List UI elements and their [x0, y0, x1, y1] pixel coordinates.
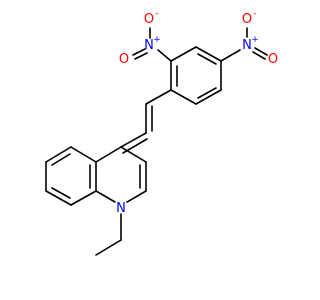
bond [120, 146, 147, 163]
bond-double-inner [197, 87, 217, 99]
atom-n-nitro-2: N [242, 38, 252, 53]
bond [45, 146, 72, 163]
bond [157, 49, 172, 62]
atom-o-1: O [119, 52, 129, 67]
molecule-structure-diagram: N + O - O N + O - O N [45, 9, 278, 256]
bond-double-inner [51, 187, 71, 199]
bond [220, 49, 241, 62]
bond [95, 146, 122, 163]
atom-labels: N + O - O N + O - O N [116, 9, 278, 216]
atom-n-quinoline: N [116, 201, 126, 216]
charge-plus-1: + [153, 35, 161, 45]
bond [170, 46, 197, 62]
bond-double-inner [197, 53, 217, 65]
atom-o-minus-1: O [144, 12, 154, 27]
charge-minus-2: - [253, 9, 256, 19]
atom-n-nitro-1: N [144, 38, 154, 53]
bond [134, 52, 148, 60]
bond [95, 190, 116, 203]
bond [126, 190, 147, 203]
bond [132, 48, 146, 56]
bond [195, 89, 222, 105]
bond [170, 89, 197, 105]
bond [252, 51, 266, 60]
bond [145, 89, 172, 105]
charge-plus-2: + [251, 35, 259, 45]
bond-lines [45, 27, 268, 256]
bond [120, 132, 147, 148]
bond [45, 190, 72, 206]
charge-minus-1: - [155, 9, 158, 19]
bond [195, 46, 222, 62]
atom-o-minus-2: O [242, 12, 252, 27]
atom-o-2: O [268, 52, 278, 67]
bond [70, 146, 97, 163]
bond [70, 190, 97, 206]
bond [95, 239, 122, 256]
bond-double-inner [51, 153, 71, 166]
bond [254, 47, 268, 56]
